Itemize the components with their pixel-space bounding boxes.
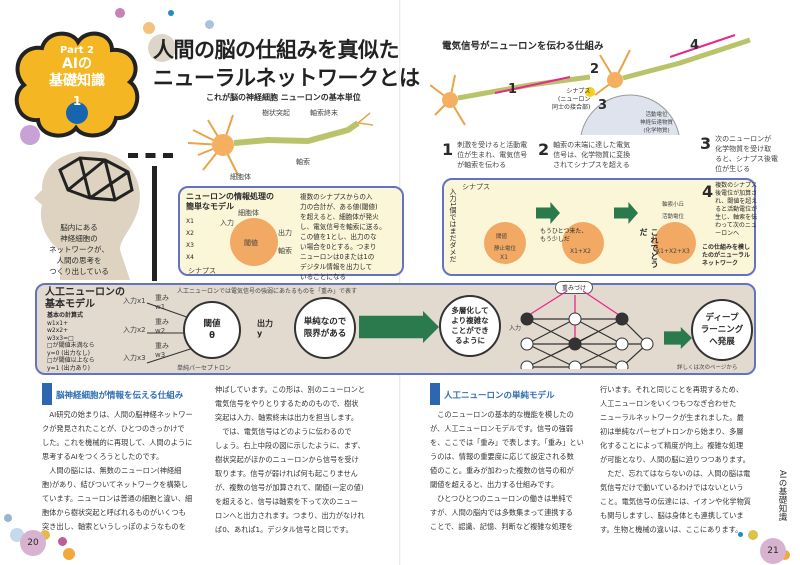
label-x1x2x3: X1+X2+X3 xyxy=(656,248,690,255)
label-soma-small: 細胞体 xyxy=(238,209,259,217)
input-x2: 入力x2 xyxy=(123,326,146,334)
input-x3: 入力x3 xyxy=(123,354,146,362)
step4-box: 入力1個ではまだダメだ シナプス もうひとつ来た、もう少しだ これでどうだ 閾値… xyxy=(442,178,758,276)
section2-col1: このニューロンの基本的な機能を模したのが、人工ニューロンモデルです。信号の強弱を… xyxy=(430,410,584,531)
green-arrow-big xyxy=(359,311,439,343)
section2-col2: 行います。それと同じことを再現するため、人工ニューロンをいくつもつなぎ合わせたニ… xyxy=(600,385,751,534)
marker-4: 4 xyxy=(690,38,700,53)
multilayer-circle: 多層化してより複雑なことができるように xyxy=(439,295,501,357)
side-tab: AIの基礎知識 xyxy=(777,470,787,521)
inset-labels: 活動電位神経伝達物質(化学物質) xyxy=(640,112,674,134)
green-arrow-1 xyxy=(536,202,560,224)
section1-heading: 脳神経細胞が情報を伝える仕組み xyxy=(56,391,184,401)
signal-title: 電気信号がニューロンを伝わる仕組み xyxy=(442,41,604,52)
label-output: 出力 xyxy=(278,229,292,237)
input-x1: 入力x1 xyxy=(123,297,146,305)
label-axon: 軸索 xyxy=(296,158,310,166)
weight-w2: 重み w2 xyxy=(155,318,169,335)
down-arrow xyxy=(152,166,157,281)
head-silhouette xyxy=(34,151,140,280)
label-threshold: 閾値 xyxy=(244,239,258,247)
deep-learning-circle: ディープラーニングへ発展 xyxy=(691,299,753,361)
signal-neurons-illustration xyxy=(430,34,751,135)
page-fold xyxy=(399,0,401,565)
note-final: これでどうだ xyxy=(639,228,659,268)
label-action-potential: 活動電位 xyxy=(662,214,685,220)
badge-text: Part 2 AIの 基礎知識 1 xyxy=(49,45,105,108)
network-input-label: 入力 xyxy=(509,325,522,332)
gauge-1 xyxy=(484,222,526,264)
label-x1x2: X1+X2 xyxy=(570,248,591,255)
label-soma: 細胞体 xyxy=(230,173,251,181)
neuron-diagram-title: これが脳の神経細胞 ニューロンの基本単位 xyxy=(206,93,361,102)
simple-model-title: ニューロンの情報処理の簡単なモデル xyxy=(186,192,274,211)
label-axon-terminal: 軸索終末 xyxy=(310,109,338,117)
section1-heading-bar xyxy=(42,383,52,405)
limit-circle: 単純なので限界がある xyxy=(294,297,356,359)
marker-1: 1 xyxy=(508,82,518,97)
page-number-left: 20 xyxy=(20,530,46,556)
label-x1: X1 xyxy=(500,254,508,261)
gauge-2 xyxy=(562,222,604,264)
weight-w3: 重み w3 xyxy=(155,342,169,359)
label-threshold-4: 閾値 xyxy=(496,234,508,240)
marker-3: 3 xyxy=(598,98,608,113)
label-input: 入力 xyxy=(220,219,234,227)
part-badge-cloud xyxy=(14,31,140,138)
page-number-right: 21 xyxy=(760,538,786,564)
label-axon-small: 軸索 xyxy=(278,247,292,255)
label-dendrite: 樹状突起 xyxy=(262,109,290,117)
label-synapse-4: シナプス xyxy=(462,183,490,191)
section1-col1: AI研究の始まりは、人間の脳神経ネットワークが発見されたことが、ひとつのきっかけ… xyxy=(42,410,193,531)
section2-heading: 人工ニューロンの単純モデル xyxy=(444,391,555,401)
label-axon-hillock: 軸索小丘 xyxy=(662,202,685,208)
weight-w1: 重み w1 xyxy=(155,294,169,311)
perceptron-caption: 単純パーセプトロン xyxy=(177,365,232,372)
neural-network-diagram xyxy=(520,290,654,369)
label-resting: 静止電位 xyxy=(494,246,517,252)
section1-col2: 伸ばしています。この形は、別のニューロンと電気信号をやりとりするためのもので、樹… xyxy=(215,385,366,534)
simple-model-description: 複数のシナプスからの入力の合計が、ある値(閾値)を超えると、細胞体が発火し、電気… xyxy=(300,193,386,281)
artificial-title: 人工ニューロンの基本モデル xyxy=(45,287,125,310)
section2-heading-bar xyxy=(430,383,440,405)
head-caption: 脳内にある神経細胞のネットワークが、人間の思考をつくり出している xyxy=(49,223,109,276)
marker-2: 2 xyxy=(590,62,600,77)
note-one-input: 入力1個ではまだダメだ xyxy=(449,188,457,263)
synapse-label: シナプス(ニューロン同士の接合部) xyxy=(552,88,591,111)
dashed-arrow xyxy=(128,153,173,158)
green-arrow-deep xyxy=(664,327,692,349)
see-next-page-link[interactable]: 詳しくは次のページから xyxy=(677,365,738,371)
neuron-illustration xyxy=(187,112,374,176)
green-arrow-2 xyxy=(614,202,638,224)
gauge-3 xyxy=(654,222,696,264)
weight-note: 人工ニューロンでは電気信号の強弱にあたるものを「重み」で表す xyxy=(177,288,358,295)
note-second-input: もうひとつ来た、もう少しだ xyxy=(540,228,588,243)
step4-conclusion: この仕組みを模したのがニューラルネットワーク xyxy=(702,244,751,267)
label-synapse: シナプス xyxy=(188,267,216,275)
soma-circle xyxy=(230,218,278,266)
page-title: 人間の脳の仕組みを真似たニューラルネットワークとは xyxy=(153,38,420,90)
